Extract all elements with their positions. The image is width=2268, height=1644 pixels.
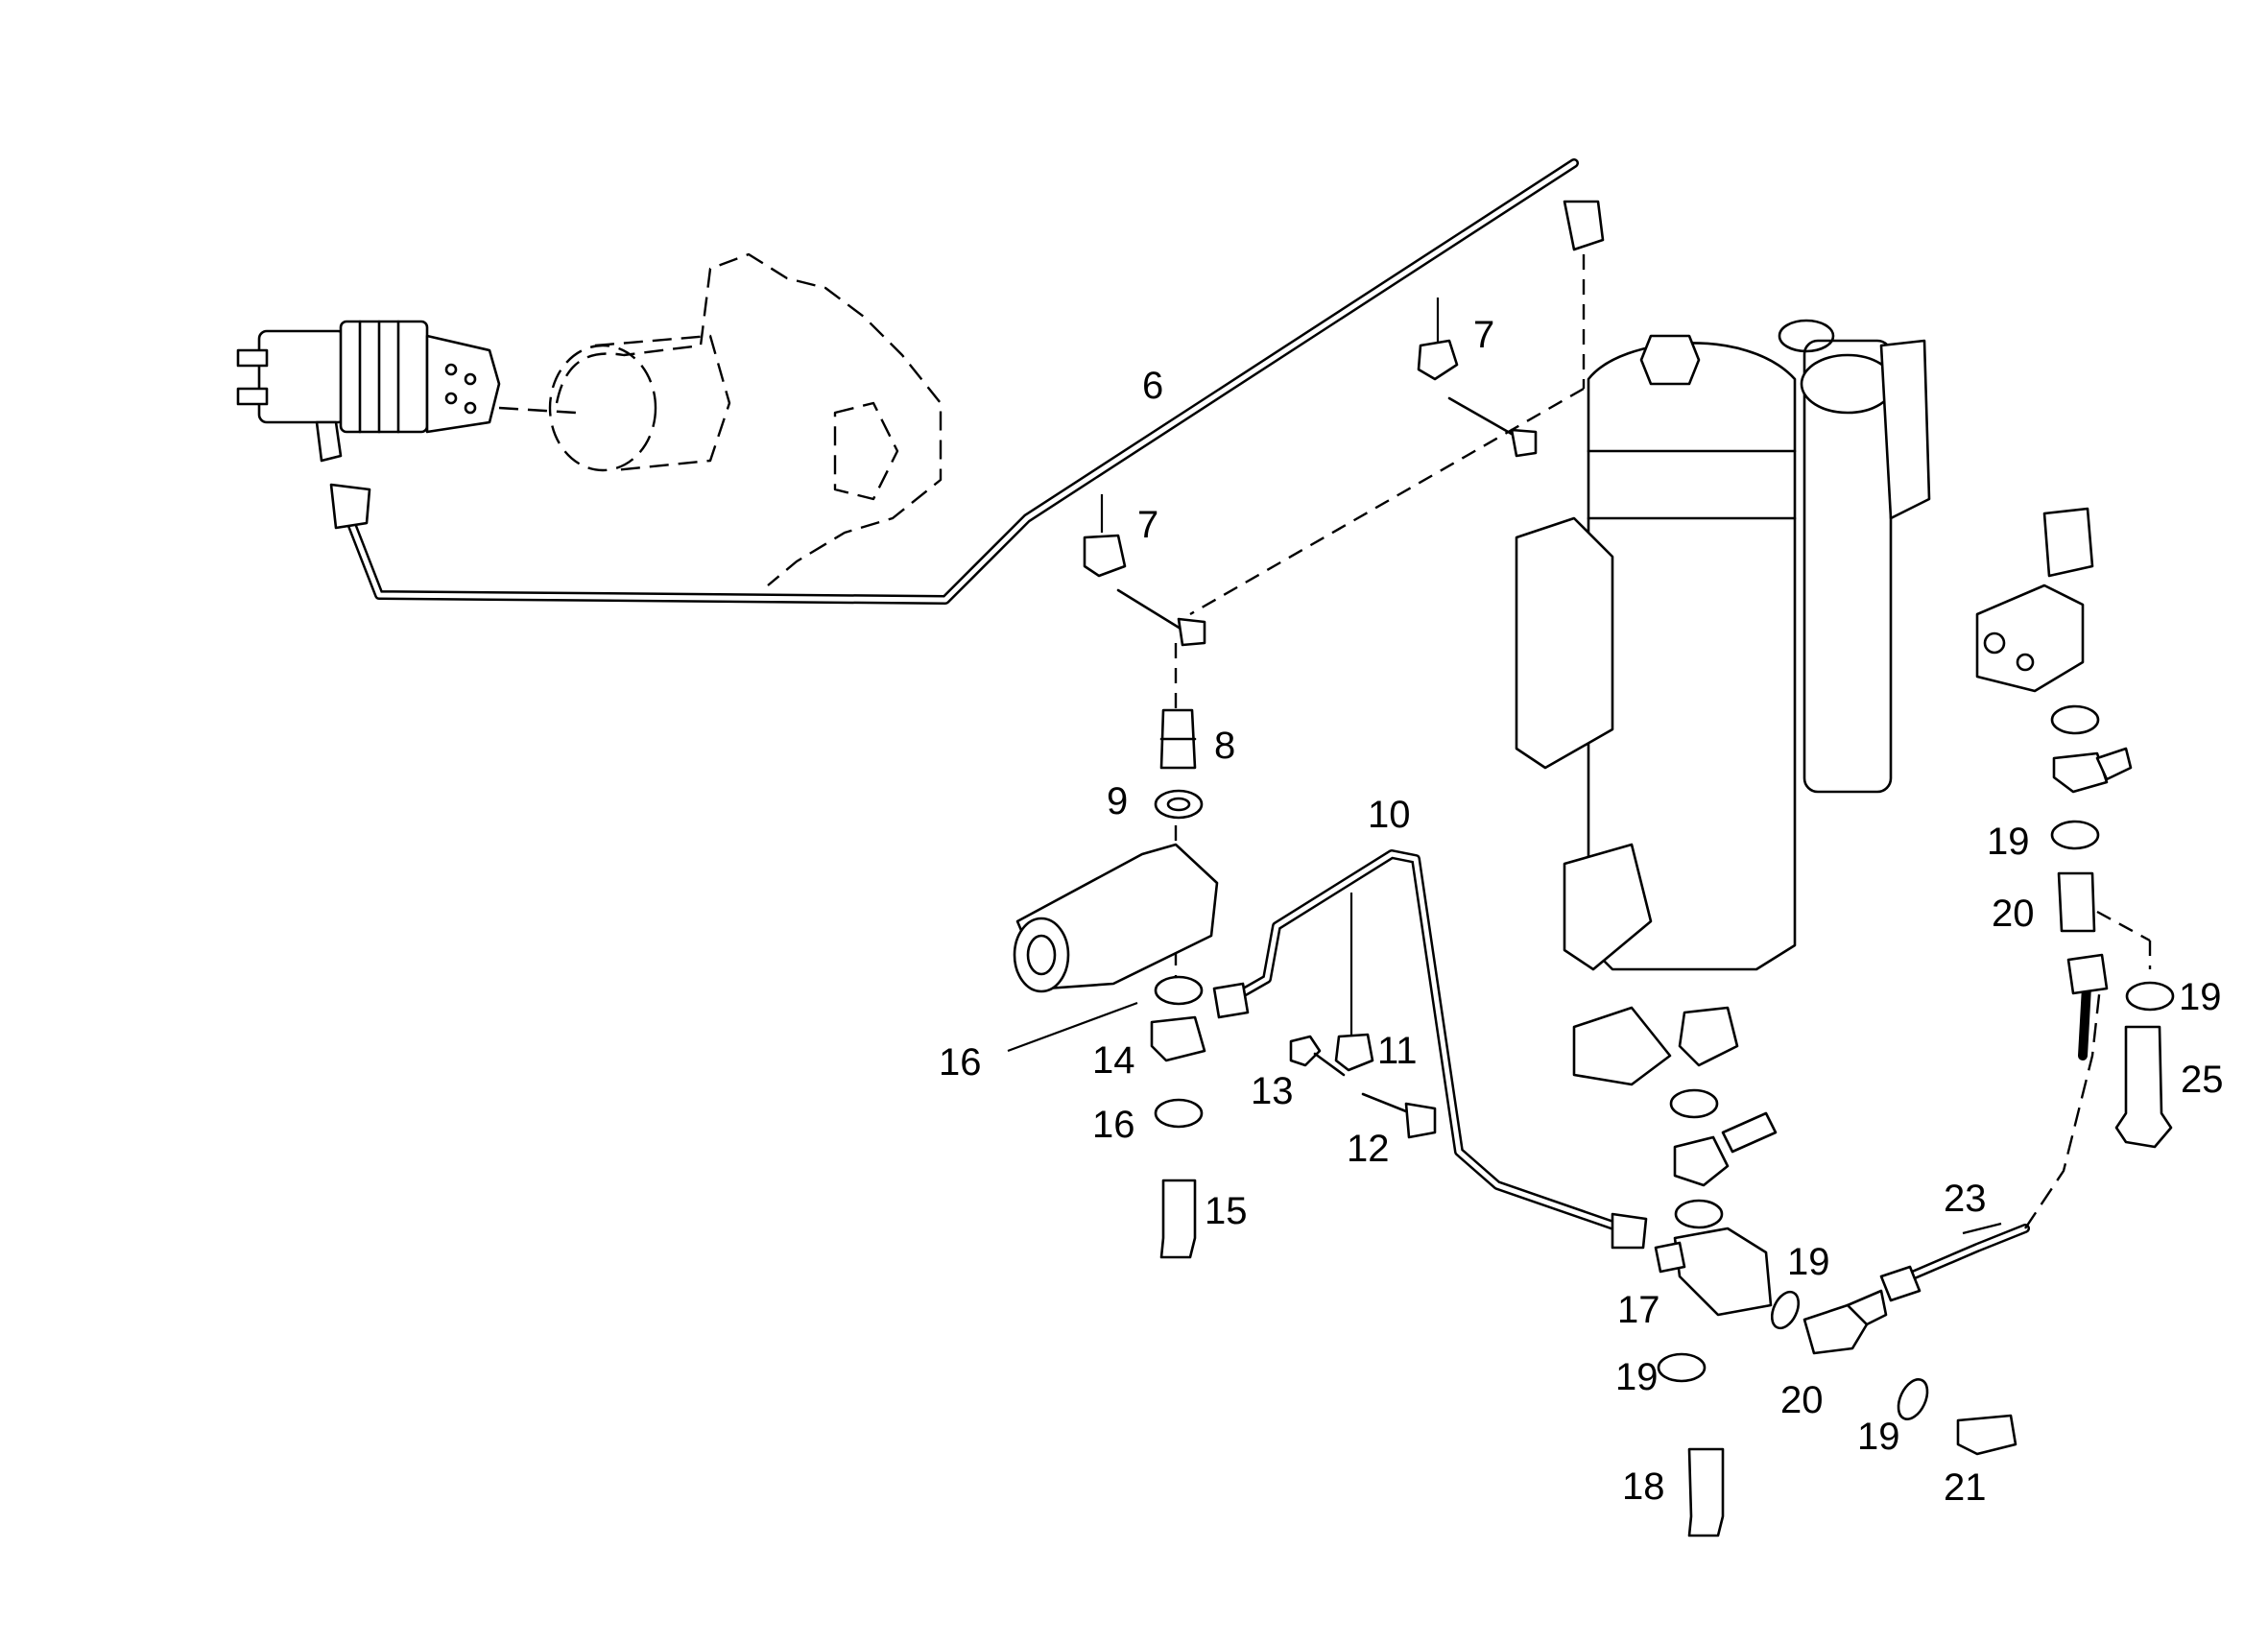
callout-20a: 20 (1780, 1379, 1824, 1421)
washer-19b (1770, 1290, 1801, 1330)
clip-11 (1334, 1033, 1374, 1072)
fuel-pipe-23 (1879, 953, 2109, 1302)
filter-cartridge (1013, 843, 1219, 993)
bolt-7b (1177, 617, 1206, 647)
banjo-bolt-15 (1159, 1179, 1197, 1259)
callout-10: 10 (1368, 794, 1411, 836)
callout-17: 17 (1617, 1289, 1660, 1331)
banjo-bolt-21 (1956, 1414, 2017, 1456)
callout-7b: 7 (1137, 504, 1158, 546)
clip-7a (1417, 339, 1459, 381)
callout-23: 23 (1944, 1178, 1987, 1220)
callout-9: 9 (1107, 780, 1128, 822)
bolt-12 (1404, 1102, 1437, 1139)
washer-19c (1897, 1378, 1929, 1420)
washer-14 (1154, 975, 1204, 1006)
callout-25: 25 (2181, 1059, 2224, 1101)
washer-upper (1669, 1088, 1719, 1119)
callout-15: 15 (1205, 1190, 1248, 1232)
callout-13: 13 (1251, 1070, 1294, 1112)
washer-vb (2050, 704, 2100, 735)
fuel-filter-housing (1515, 319, 1931, 1086)
callout-19b: 19 (1787, 1241, 1830, 1283)
washer-19d (2050, 820, 2100, 850)
callout-16a: 16 (939, 1041, 982, 1084)
bolt-7a (1510, 428, 1538, 458)
callout-7a: 7 (1473, 314, 1494, 356)
engine-outline (555, 252, 943, 586)
callout-6: 6 (1142, 365, 1163, 407)
banjo-20 (1802, 1303, 1869, 1355)
valve-block (1975, 507, 2094, 693)
callout-18: 18 (1622, 1465, 1665, 1508)
callout-20b: 20 (1992, 893, 2035, 935)
clip-7b (1083, 534, 1127, 578)
injector (236, 320, 501, 463)
washer-16 (1154, 1098, 1204, 1129)
injector-bore (548, 344, 657, 472)
fuel-pipe-6 (329, 158, 1605, 605)
banjo-upper (1673, 1135, 1730, 1187)
fuel-pipe-10 (1212, 849, 1648, 1250)
banjo-bolt-25 (2114, 1025, 2173, 1149)
union-20 (2057, 871, 2096, 933)
callout-19e: 19 (2179, 976, 2222, 1018)
washer-mid (1674, 1199, 1724, 1229)
callout-16b: 16 (1092, 1104, 1135, 1146)
banjo-14 (1150, 1015, 1206, 1062)
banjo-vb (2052, 751, 2109, 794)
callout-19c: 19 (1857, 1416, 1900, 1458)
banjo-17 (1673, 1227, 1773, 1317)
washer-19a (1657, 1352, 1707, 1383)
callout-19d: 19 (1987, 821, 2030, 863)
callout-21: 21 (1944, 1466, 1987, 1509)
callout-19a: 19 (1615, 1356, 1659, 1398)
washer-19e (2125, 981, 2175, 1012)
washer-9 (1154, 789, 1204, 820)
callout-14: 14 (1092, 1039, 1135, 1082)
callout-11: 11 (1377, 1030, 1418, 1072)
callout-8: 8 (1214, 725, 1235, 767)
callout-12: 12 (1347, 1128, 1390, 1170)
banjo-bolt-18 (1687, 1447, 1725, 1537)
nut-13 (1289, 1035, 1322, 1067)
